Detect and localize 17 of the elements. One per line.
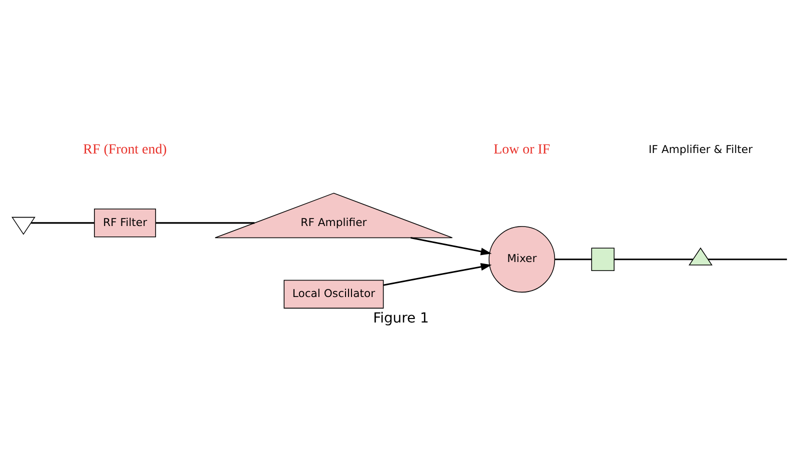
node-box: Local Oscillator <box>284 280 384 309</box>
node-box: RF Filter <box>94 208 156 238</box>
label: IF Amplifier & Filter <box>648 142 753 156</box>
connector <box>31 222 94 224</box>
node-antenna <box>12 216 36 235</box>
node-box <box>591 248 615 271</box>
arrow <box>383 263 492 286</box>
arrow <box>410 237 492 256</box>
connector <box>708 258 787 260</box>
label: Low or IF <box>494 142 550 158</box>
node-triangle <box>688 247 713 266</box>
connector <box>614 258 693 260</box>
label: RF (Front end) <box>83 142 167 158</box>
node-circle: Mixer <box>488 226 556 293</box>
connector <box>554 258 592 260</box>
caption: Figure 1 <box>373 310 429 326</box>
connector <box>156 222 255 224</box>
